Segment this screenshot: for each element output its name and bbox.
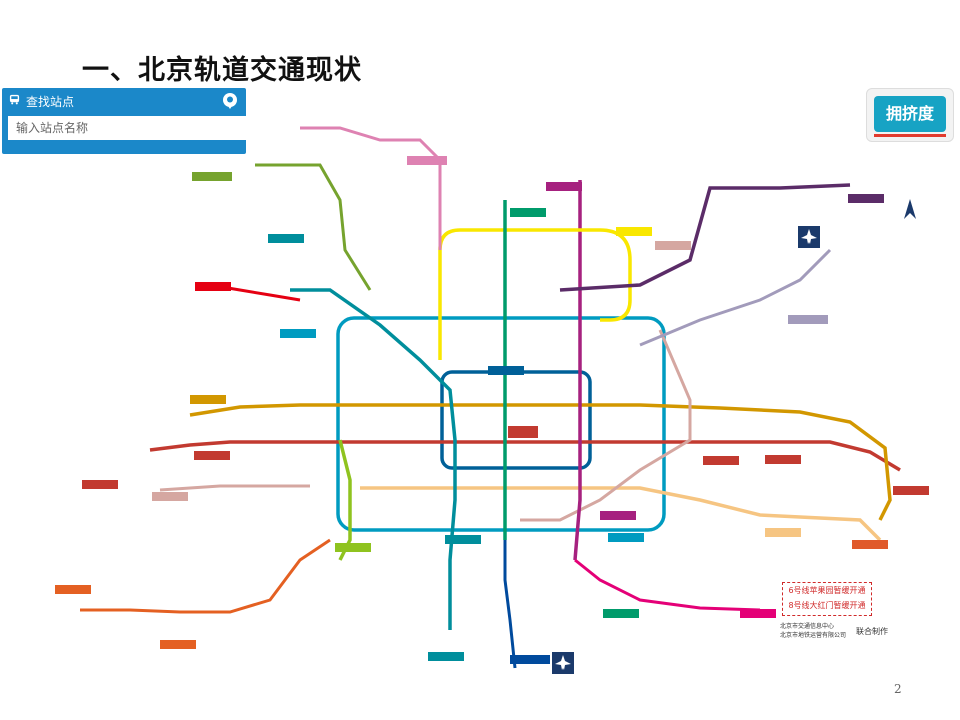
line-4 [290, 288, 457, 630]
line-1 [149, 440, 901, 472]
station-search-panel: 查找站点 [2, 88, 246, 154]
line-5 [573, 180, 582, 561]
crowding-accent-bar [874, 134, 946, 137]
footer-joint: 联合制作 [856, 627, 888, 636]
page-number: 2 [894, 682, 902, 696]
line-badges [55, 156, 929, 664]
line-changping [300, 126, 442, 250]
location-pin-icon[interactable] [222, 92, 238, 110]
line-daxing-airport [503, 540, 517, 669]
line-16 [255, 163, 372, 291]
line-14 [520, 329, 692, 522]
search-header-label: 查找站点 [26, 95, 75, 109]
notice-line-6: 6号线苹果园暂缓开通 [788, 586, 866, 595]
line-14-west [159, 484, 310, 492]
search-header: 查找站点 [2, 88, 246, 114]
line-fangshan [80, 538, 331, 614]
footer-orgs: 北京市交通信息中心 北京市地铁运营有限公司 [780, 622, 846, 640]
north-compass-icon [904, 199, 916, 219]
service-notice: 6号线苹果园暂缓开通 8号线大红门暂缓开通 [782, 582, 872, 616]
station-search-input[interactable] [8, 116, 246, 140]
line-yizhuang [574, 558, 761, 612]
tiananmen-icon [508, 426, 538, 438]
page-title: 一、北京轨道交通现状 [82, 55, 362, 86]
crowding-button[interactable]: 拥挤度 [866, 88, 954, 142]
footer-org-1: 北京市交通信息中心 [780, 623, 835, 630]
line-13 [438, 228, 632, 360]
line-10-loop [336, 316, 666, 532]
line-15 [559, 183, 851, 292]
line-airport-express [639, 248, 832, 347]
line-7 [360, 486, 882, 542]
line-6 [189, 403, 892, 521]
footer-org-2: 北京市地铁运营有限公司 [780, 632, 847, 639]
line-9 [338, 439, 352, 561]
bus-icon [9, 94, 20, 105]
notice-line-8: 8号线大红门暂缓开通 [788, 601, 866, 610]
crowding-button-label: 拥挤度 [874, 96, 946, 132]
capital-airport-icon [798, 226, 820, 248]
line-2-loop [440, 370, 592, 470]
daxing-airport-icon [552, 652, 574, 674]
